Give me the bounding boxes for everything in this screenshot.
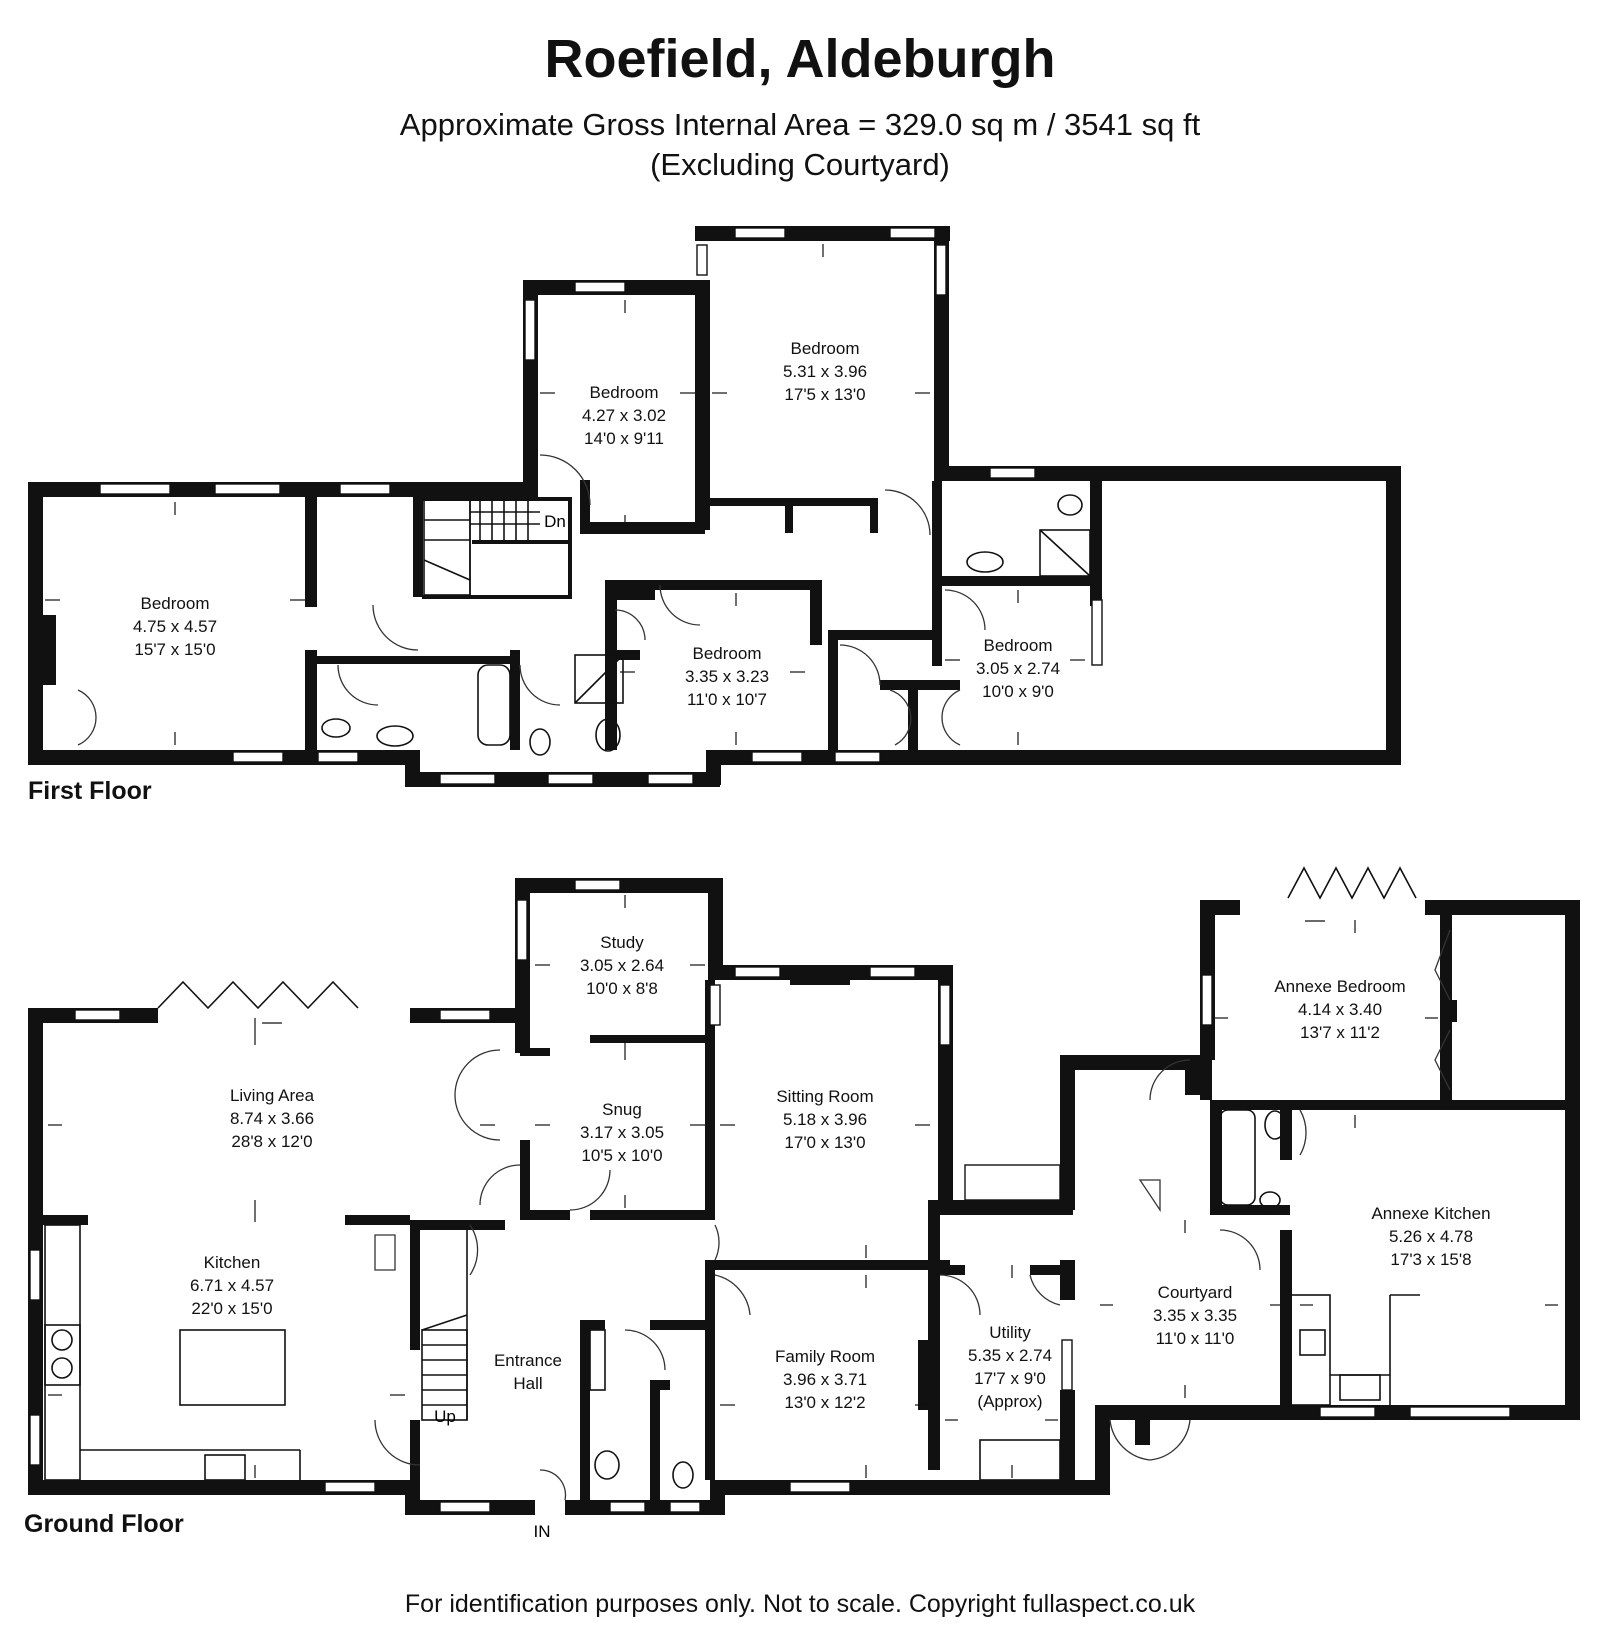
area-note: (Excluding Courtyard) <box>650 147 950 182</box>
room-imperial: 22'0 x 15'0 <box>191 1299 272 1318</box>
room-name: Living Area <box>230 1086 315 1105</box>
room-metric: 3.35 x 3.23 <box>685 667 769 686</box>
room-name: Bedroom <box>984 636 1053 655</box>
first-floor-plan: Dn <box>28 226 1401 787</box>
room-name: Family Room <box>775 1347 875 1366</box>
room-metric: 6.71 x 4.57 <box>190 1276 274 1295</box>
first-floor-label: First Floor <box>28 777 152 805</box>
room-name: Bedroom <box>590 383 659 402</box>
room-imperial: 14'0 x 9'11 <box>584 429 664 448</box>
room-imperial: 11'0 x 11'0 <box>1156 1329 1235 1348</box>
ground-floor-plan: Up IN <box>28 866 1580 1541</box>
first-floor-room-labels: Bedroom 5.31 x 3.96 17'5 x 13'0 Bedroom … <box>133 339 1060 709</box>
first-floor-stairs: Dn <box>423 499 566 596</box>
room-imperial: 17'5 x 13'0 <box>784 385 865 404</box>
room-name: Courtyard <box>1158 1283 1233 1302</box>
plan-title: Roefield, Aldeburgh <box>544 29 1056 89</box>
room-imperial: 17'0 x 13'0 <box>784 1133 865 1152</box>
ground-floor-label: Ground Floor <box>24 1510 184 1538</box>
room-name: Entrance <box>494 1351 562 1370</box>
area-line: Approximate Gross Internal Area = 329.0 … <box>399 107 1201 142</box>
room-note: (Approx) <box>977 1392 1042 1411</box>
room-metric: 8.74 x 3.66 <box>230 1109 314 1128</box>
room-imperial: 10'0 x 9'0 <box>982 682 1054 701</box>
room-name: Kitchen <box>204 1253 261 1272</box>
ground-floor-stair-label: Up <box>434 1407 456 1426</box>
room-metric: 5.26 x 4.78 <box>1389 1227 1473 1246</box>
room-metric: 3.05 x 2.74 <box>976 659 1060 678</box>
ground-floor-walls <box>28 878 1580 1515</box>
room-name: Utility <box>989 1323 1031 1342</box>
room-imperial: 28'8 x 12'0 <box>231 1132 312 1151</box>
room-metric: 3.05 x 2.64 <box>580 956 664 975</box>
room-imperial: 15'7 x 15'0 <box>134 640 215 659</box>
entrance-label: IN <box>534 1522 551 1541</box>
ground-floor-doors <box>374 929 1451 1501</box>
room-imperial: 13'0 x 12'2 <box>784 1393 865 1412</box>
room-imperial: 17'7 x 9'0 <box>974 1369 1046 1388</box>
first-floor-dimension-arrows <box>45 244 1085 745</box>
ground-floor-bifold-doors <box>157 866 1417 1010</box>
room-imperial: 10'5 x 10'0 <box>581 1146 662 1165</box>
room-metric: 5.31 x 3.96 <box>783 362 867 381</box>
room-metric: 3.35 x 3.35 <box>1153 1306 1237 1325</box>
room-name: Bedroom <box>791 339 860 358</box>
footer-disclaimer: For identification purposes only. Not to… <box>404 1590 1196 1618</box>
room-metric: 3.17 x 3.05 <box>580 1123 664 1142</box>
room-metric: 4.14 x 3.40 <box>1298 1000 1382 1019</box>
first-floor-doors <box>77 454 986 746</box>
room-name: Study <box>600 933 644 952</box>
room-metric: 3.96 x 3.71 <box>783 1370 867 1389</box>
room-name: Annexe Kitchen <box>1371 1204 1490 1223</box>
ground-floor-windows <box>29 879 1511 1513</box>
room-name: Annexe Bedroom <box>1274 977 1405 996</box>
room-imperial: 13'7 x 11'2 <box>1300 1023 1380 1042</box>
room-name: Sitting Room <box>776 1087 873 1106</box>
room-name-line2: Hall <box>513 1374 542 1393</box>
ground-floor-dimension-arrows <box>48 895 1558 1478</box>
room-metric: 4.75 x 4.57 <box>133 617 217 636</box>
room-name: Bedroom <box>693 644 762 663</box>
room-metric: 5.35 x 2.74 <box>968 1346 1052 1365</box>
room-metric: 4.27 x 3.02 <box>582 406 666 425</box>
room-imperial: 10'0 x 8'8 <box>586 979 658 998</box>
ground-floor-fixtures <box>44 1109 1420 1489</box>
room-name: Bedroom <box>141 594 210 613</box>
room-imperial: 17'3 x 15'8 <box>1390 1250 1471 1269</box>
room-name: Snug <box>602 1100 642 1119</box>
first-floor-fixtures <box>321 494 1091 756</box>
ground-floor-room-labels: Study 3.05 x 2.64 10'0 x 8'8 Living Area… <box>190 933 1491 1412</box>
room-imperial: 11'0 x 10'7 <box>687 690 767 709</box>
ground-floor-stairs <box>421 1230 468 1421</box>
room-metric: 5.18 x 3.96 <box>783 1110 867 1129</box>
first-floor-windows <box>99 227 1103 785</box>
first-floor-stair-label: Dn <box>544 512 566 531</box>
